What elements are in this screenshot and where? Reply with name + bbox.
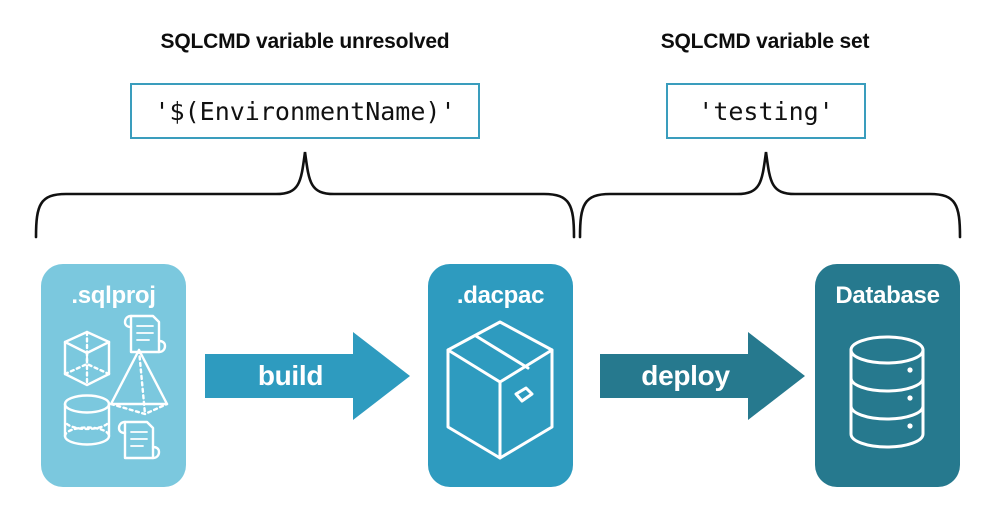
heading-sqlcmd-variable-set: SQLCMD variable set	[660, 30, 870, 53]
dacpac-artwork	[446, 320, 554, 460]
arrow-deploy-label: deploy	[641, 360, 730, 391]
cylinder-icon	[63, 394, 111, 446]
arrow-deploy-shape	[600, 332, 805, 420]
cube-icon	[63, 330, 111, 387]
arrow-build-shape	[205, 332, 410, 420]
brace-right	[578, 151, 962, 239]
database-cylinder-icon	[849, 335, 925, 449]
stage-label-dacpac: .dacpac	[456, 282, 545, 309]
arrow-deploy[interactable]: deploy	[600, 330, 805, 422]
stage-box-database[interactable]: Database	[815, 264, 960, 487]
database-artwork	[849, 335, 925, 449]
stage-label-database: Database	[835, 282, 940, 309]
pyramid-icon	[109, 348, 169, 416]
code-box-resolved-value: 'testing'	[666, 83, 866, 139]
arrow-build-label: build	[257, 360, 324, 391]
scroll-icon	[123, 314, 167, 354]
stage-box-dacpac[interactable]: .dacpac	[428, 264, 573, 487]
package-box-icon	[446, 320, 554, 460]
code-box-unresolved-variable: '$(EnvironmentName)'	[130, 83, 480, 139]
brace-left	[34, 151, 576, 239]
heading-sqlcmd-variable-unresolved: SQLCMD variable unresolved	[160, 30, 450, 53]
sqlproj-artwork	[63, 314, 169, 460]
stage-box-sqlproj[interactable]: .sqlproj	[41, 264, 186, 487]
stage-label-sqlproj: .sqlproj	[71, 282, 156, 309]
arrow-build[interactable]: build	[205, 330, 410, 422]
scroll-icon	[117, 420, 161, 460]
